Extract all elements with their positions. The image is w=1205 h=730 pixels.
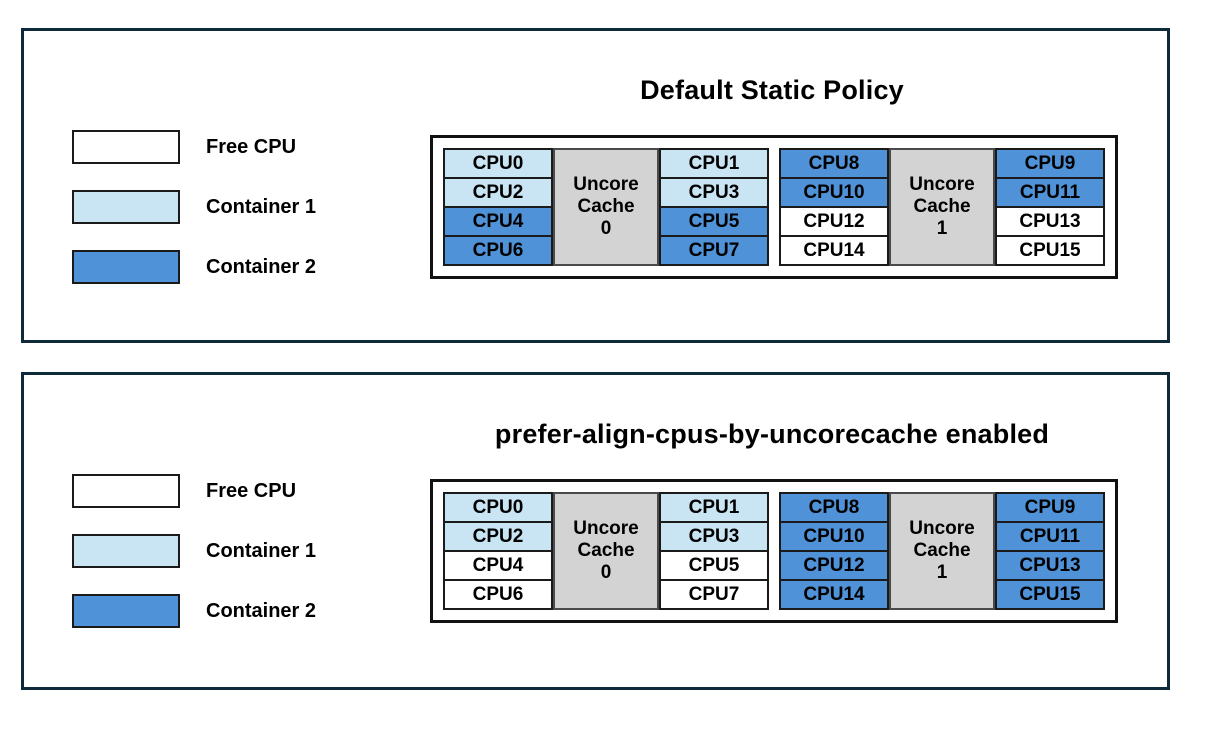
cpu-cell: CPU5 <box>659 206 769 237</box>
legend-color-swatch <box>72 474 180 508</box>
cpu-cell: CPU12 <box>779 550 889 581</box>
cpu-cell: CPU9 <box>995 148 1105 179</box>
uncore-cache-label-line: 1 <box>936 562 948 583</box>
legend-color-swatch <box>72 190 180 224</box>
legend-label: Free CPU <box>206 135 297 158</box>
legend: Free CPU Container 1 Container 2 <box>72 474 316 628</box>
cpu-cell: CPU2 <box>443 521 553 552</box>
uncore-cache-label-line: 0 <box>600 562 612 583</box>
cpu-cell: CPU4 <box>443 206 553 237</box>
policy-panel: prefer-align-cpus-by-uncorecache enabled… <box>21 372 1170 690</box>
uncore-cache-label-line: Uncore <box>573 174 639 195</box>
uncore-cache-label-line: 1 <box>936 218 948 239</box>
cpu-cell: CPU2 <box>443 177 553 208</box>
cpu-cell: CPU3 <box>659 521 769 552</box>
cpu-cell: CPU13 <box>995 550 1105 581</box>
cpu-cell: CPU14 <box>779 235 889 266</box>
cpu-cell: CPU11 <box>995 177 1105 208</box>
cpu-cell: CPU13 <box>995 206 1105 237</box>
cpu-cell: CPU5 <box>659 550 769 581</box>
legend-item: Free CPU <box>72 130 316 164</box>
cpu-cell: CPU10 <box>779 521 889 552</box>
cpu-cell: CPU6 <box>443 579 553 610</box>
cpu-cell: CPU15 <box>995 235 1105 266</box>
cpu-cell: CPU0 <box>443 148 553 179</box>
uncore-cache-label-line: Uncore <box>573 518 639 539</box>
cpu-cell: CPU7 <box>659 579 769 610</box>
panel-title: prefer-align-cpus-by-uncorecache enabled <box>494 419 1050 449</box>
cpu-cell: CPU15 <box>995 579 1105 610</box>
legend-label: Container 1 <box>206 539 317 562</box>
legend-item: Container 2 <box>72 250 316 284</box>
legend-item: Container 1 <box>72 534 316 568</box>
legend-label: Container 2 <box>206 599 317 622</box>
cpu-cell: CPU6 <box>443 235 553 266</box>
cpu-cell: CPU0 <box>443 492 553 523</box>
legend-label: Free CPU <box>206 479 297 502</box>
cpu-cell: CPU7 <box>659 235 769 266</box>
cpu-cell: CPU8 <box>779 492 889 523</box>
cpu-cell: CPU11 <box>995 521 1105 552</box>
legend-item: Container 1 <box>72 190 316 224</box>
legend-label: Container 1 <box>206 195 317 218</box>
legend-item: Free CPU <box>72 474 316 508</box>
cpu-cell: CPU3 <box>659 177 769 208</box>
cpu-cell: CPU8 <box>779 148 889 179</box>
policy-panel: Default Static Policy Free CPU Container… <box>21 28 1170 343</box>
uncore-cache-label-line: Cache <box>577 540 635 561</box>
legend-color-swatch <box>72 250 180 284</box>
cpu-cell: CPU1 <box>659 492 769 523</box>
legend-color-swatch <box>72 534 180 568</box>
cpu-cell: CPU12 <box>779 206 889 237</box>
uncore-cache-label-line: Cache <box>913 540 971 561</box>
legend-color-swatch <box>72 130 180 164</box>
uncore-cache-label-line: Uncore <box>909 174 975 195</box>
legend: Free CPU Container 1 Container 2 <box>72 130 316 284</box>
legend-color-swatch <box>72 594 180 628</box>
uncore-cache-label-line: 0 <box>600 218 612 239</box>
cpu-cell: CPU4 <box>443 550 553 581</box>
cpu-cell: CPU1 <box>659 148 769 179</box>
panel-title: Default Static Policy <box>640 75 904 105</box>
cpu-cell: CPU10 <box>779 177 889 208</box>
legend-label: Container 2 <box>206 255 317 278</box>
uncore-cache-label-line: Cache <box>577 196 635 217</box>
uncore-cache-label-line: Cache <box>913 196 971 217</box>
cpu-cell: CPU14 <box>779 579 889 610</box>
legend-item: Container 2 <box>72 594 316 628</box>
cpu-cell: CPU9 <box>995 492 1105 523</box>
uncore-cache-label-line: Uncore <box>909 518 975 539</box>
